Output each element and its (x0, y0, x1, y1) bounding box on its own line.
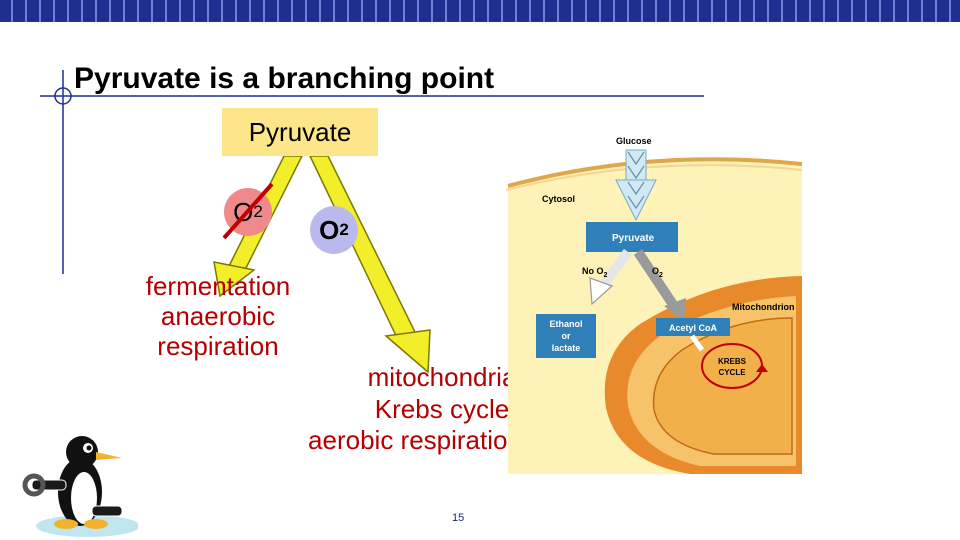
acetyl-coa-label: Acetyl CoA (669, 323, 718, 333)
aerobic-line-2: Krebs cycle (374, 393, 510, 424)
no-o2-subscript: 2 (604, 272, 608, 279)
glucose-label: Glucose (616, 136, 652, 146)
top-banner (0, 0, 960, 22)
page-number: 15 (452, 512, 465, 524)
krebs-line-2: CYCLE (718, 368, 746, 377)
pyruvate-box: Pyruvate (222, 108, 378, 156)
no-oxygen-subscript: 2 (253, 202, 263, 221)
krebs-line-1: KREBS (718, 357, 747, 366)
anaerobic-line-2: anaerobic (160, 300, 276, 331)
mitochondrion-figure: Glucose Cytosol Pyruvate No O2 O2 Mitoch… (505, 136, 802, 474)
cytosol-label: Cytosol (542, 194, 575, 204)
aerobic-line-3: aerobic respiration (308, 425, 522, 456)
anaerobic-label: fermentation anaerobic respiration (118, 271, 318, 362)
slide-title: Pyruvate is a branching point (74, 62, 495, 95)
svg-text:O2: O2 (652, 266, 663, 279)
no-o2-label: No O (582, 266, 604, 276)
no-oxygen-symbol: O (233, 196, 254, 227)
anaerobic-line-1: fermentation (145, 271, 291, 301)
ethanol-line-3: lactate (552, 343, 581, 353)
aerobic-label: mitochondria Krebs cycle aerobic respira… (270, 362, 560, 457)
oxygen-subscript: 2 (339, 220, 349, 239)
mitochondrion-label: Mitochondrion (732, 302, 795, 312)
oxygen-symbol: O (319, 214, 340, 245)
anaerobic-line-3: respiration (157, 330, 279, 361)
strike-through-icon (222, 182, 274, 240)
svg-text:No O2: No O2 (582, 266, 608, 279)
ethanol-line-1: Ethanol (550, 319, 583, 329)
penguin-mascot-icon (22, 436, 138, 537)
ethanol-line-2: or (562, 331, 571, 341)
figure-pyruvate-label: Pyruvate (612, 233, 655, 244)
o2-label: O (652, 266, 659, 276)
aerobic-arrow (308, 155, 431, 374)
aerobic-line-1: mitochondria (367, 362, 517, 392)
o2-subscript: 2 (659, 272, 663, 279)
